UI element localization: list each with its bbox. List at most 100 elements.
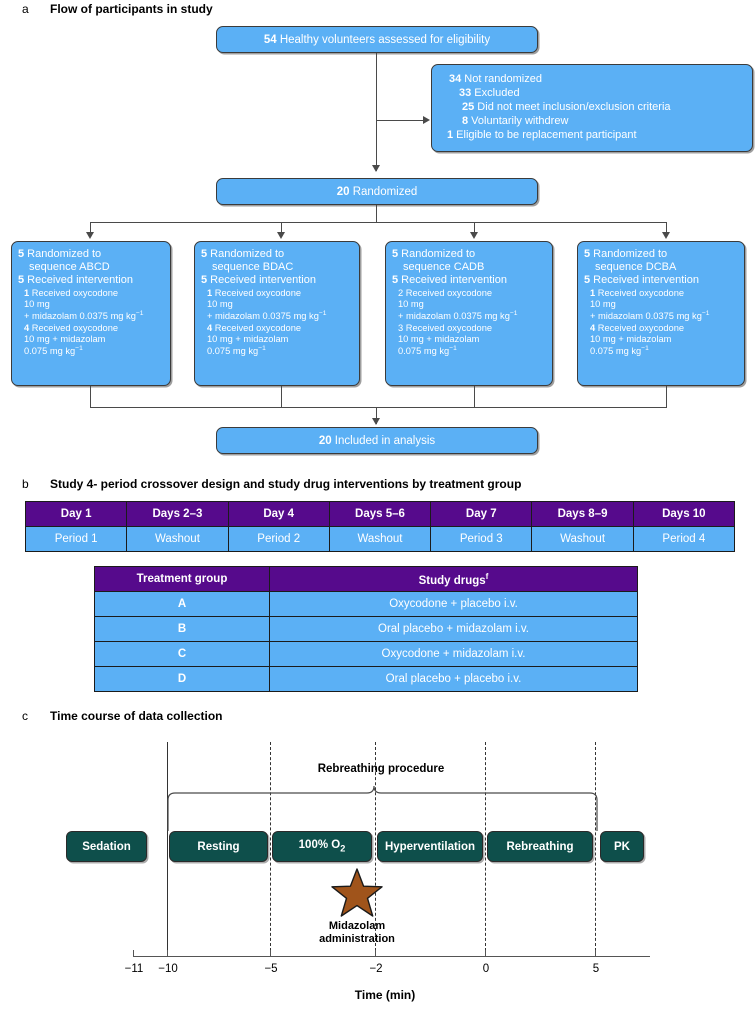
seq-detail-line: 10 mg + midazolam — [398, 333, 480, 344]
timeline-vline-minus2 — [375, 742, 376, 956]
phase-box-resting: Resting — [169, 831, 268, 862]
seq-recv-line: 5 Received intervention — [392, 274, 507, 287]
seq-detail-line: + midazolam 0.0375 mg kg−1 — [398, 310, 518, 322]
treatment-group-cell: A — [94, 591, 270, 617]
timeline-vline-minus10 — [167, 742, 169, 956]
phase-box-sedation: Sedation — [66, 831, 147, 862]
schedule-period-cell: Washout — [126, 526, 229, 552]
arrowhead-seq-2 — [277, 232, 285, 239]
seq-detail-line: 4 Received oxycodone — [24, 322, 119, 333]
seq-detail-line: 2 Received oxycodone — [398, 287, 493, 298]
table-row: D Oral placebo + placebo i.v. — [94, 666, 638, 692]
panel-c-title: Time course of data collection — [50, 709, 223, 723]
flow-box-sequence-abcd: 5 Randomized to sequence ABCD 5 Received… — [11, 241, 171, 386]
connector-up-4 — [666, 386, 668, 408]
phase-box-oxygen: 100% O2 — [272, 831, 372, 862]
seq-detail-line: + midazolam 0.0375 mg kg−1 — [590, 310, 710, 322]
treatment-group-cell: B — [94, 616, 270, 642]
seq-recv-line: 5 Received intervention — [18, 274, 133, 287]
seq-detail-line: 10 mg — [590, 298, 616, 309]
connector-drop-1 — [90, 222, 92, 237]
connector-assessed-to-randomized — [376, 53, 378, 171]
seq-detail-line: 0.075 mg kg−1 — [398, 345, 457, 357]
phase-label: 100% O2 — [298, 839, 346, 854]
timeline-vline-minus5 — [270, 742, 271, 956]
not-randomized-line: 34 Not randomized — [449, 73, 542, 85]
study-drugs-cell: Oral placebo + midazolam i.v. — [269, 616, 638, 642]
table-row: B Oral placebo + midazolam i.v. — [94, 616, 638, 642]
seq-detail-line: 1 Received oxycodone — [590, 287, 685, 298]
panel-b-letter: b — [22, 477, 29, 491]
axis-tick-label: 0 — [482, 963, 490, 975]
flow-box-sequence-cadb: 5 Randomized to sequence CADB 5 Received… — [385, 241, 553, 386]
rebreathing-brace — [167, 785, 598, 831]
connector-sequence-bus — [90, 222, 667, 224]
midazolam-star-icon — [331, 868, 383, 917]
axis-tick-label: −10 — [158, 963, 178, 975]
schedule-period-cell: Period 3 — [430, 526, 533, 552]
panel-a-title: Flow of participants in study — [50, 2, 213, 16]
phase-label: Resting — [197, 840, 240, 853]
seq-name-line: sequence CADB — [403, 261, 485, 274]
table-row: A Oxycodone + placebo i.v. — [94, 591, 638, 617]
assessed-text: Healthy volunteers assessed for eligibil… — [276, 33, 491, 46]
connector-drop-3 — [474, 222, 476, 237]
connector-drop-4 — [666, 222, 668, 237]
study-drugs-cell: Oxycodone + placebo i.v. — [269, 591, 638, 617]
seq-detail-line: 0.075 mg kg−1 — [207, 345, 266, 357]
schedule-period-cell: Washout — [328, 526, 432, 552]
connector-up-1 — [90, 386, 92, 408]
arrowhead-seq-4 — [662, 232, 670, 239]
phase-label: Sedation — [82, 840, 131, 853]
seq-detail-line: 1 Received oxycodone — [207, 287, 302, 298]
axis-title: Time (min) — [354, 988, 416, 1002]
schedule-period-cell: Period 1 — [24, 526, 128, 552]
flow-box-sequence-dcba: 5 Randomized to sequence DCBA 5 Received… — [577, 241, 745, 386]
flow-box-not-randomized: 34 Not randomized 33 Excluded 25 Did not… — [431, 64, 753, 152]
axis-tick-label: 5 — [592, 963, 600, 975]
connector-merge-bus — [90, 407, 667, 409]
phase-box-rebreathing: Rebreathing — [487, 831, 593, 862]
connector-drop-2 — [281, 222, 283, 237]
seq-detail-line: 10 mg + midazolam — [24, 333, 106, 344]
axis-tick — [133, 950, 135, 957]
connector-up-2 — [281, 386, 283, 408]
panel-c-letter: c — [22, 709, 28, 723]
schedule-table: Day 1 Days 2–3 Day 4 Days 5–6 Day 7 Days… — [24, 501, 736, 552]
phase-box-pk: PK — [600, 831, 644, 862]
axis-tick-label: −5 — [264, 963, 278, 975]
seq-detail-line: 10 mg — [207, 298, 233, 309]
seq-detail-line: 0.075 mg kg−1 — [590, 345, 649, 357]
schedule-period-cell: Period 2 — [227, 526, 330, 552]
schedule-period-cell: Period 4 — [632, 526, 736, 552]
schedule-days-row: Day 1 Days 2–3 Day 4 Days 5–6 Day 7 Days… — [24, 501, 736, 527]
treatment-group-cell: D — [94, 666, 270, 692]
schedule-day-cell: Day 7 — [430, 501, 533, 527]
seq-rand-line: 5 Randomized to — [201, 248, 285, 260]
schedule-periods-row: Period 1 Washout Period 2 Washout Period… — [24, 526, 736, 552]
panel-a-letter: a — [22, 2, 29, 16]
schedule-day-cell: Days 5–6 — [328, 501, 432, 527]
seq-detail-line: 4 Received oxycodone — [590, 322, 685, 333]
study-drugs-header: Study drugsf — [269, 566, 638, 592]
not-randomized-line: 25 Did not meet inclusion/exclusion crit… — [462, 101, 671, 114]
seq-detail-line: 3 Received oxycodone — [398, 322, 493, 333]
flow-box-randomized: 20 Randomized — [216, 178, 538, 205]
seq-recv-line: 5 Received intervention — [201, 274, 316, 287]
connector-randomized-stem — [376, 205, 378, 223]
axis-tick-label: −2 — [369, 963, 383, 975]
phase-label: Rebreathing — [506, 840, 574, 853]
arrowhead-seq-3 — [470, 232, 478, 239]
arrowhead-seq-1 — [86, 232, 94, 239]
timeline-vline-five — [595, 742, 596, 956]
study-drugs-cell: Oxycodone + midazolam i.v. — [269, 641, 638, 667]
seq-rand-line: 5 Randomized to — [18, 248, 102, 260]
arrowhead-to-not-randomized — [423, 116, 430, 124]
randomized-text: Randomized — [349, 185, 418, 198]
phase-box-hyperventilation: Hyperventilation — [377, 831, 483, 862]
phase-label: PK — [614, 840, 630, 853]
seq-detail-line: 10 mg + midazolam — [590, 333, 672, 344]
seq-recv-line: 5 Received intervention — [584, 274, 699, 287]
rebreathing-procedure-label: Rebreathing procedure — [317, 763, 445, 775]
